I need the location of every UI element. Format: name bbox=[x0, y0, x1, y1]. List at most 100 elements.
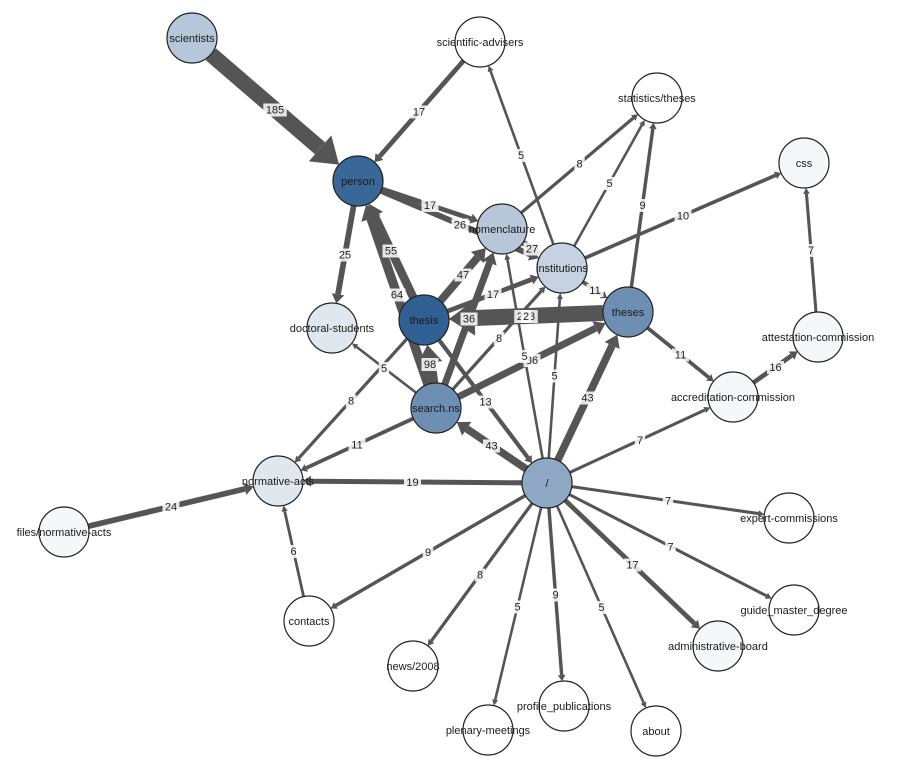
node-circle[interactable] bbox=[763, 492, 815, 544]
edge-label-background bbox=[634, 434, 646, 447]
edge-weight-label: 98 bbox=[424, 359, 436, 371]
node-scientists[interactable]: scientists bbox=[166, 12, 218, 64]
node-institutions[interactable]: institutions bbox=[536, 242, 588, 294]
node-circle[interactable] bbox=[692, 620, 744, 672]
edge-arrowhead bbox=[487, 65, 494, 73]
edge-weight-label: 7 bbox=[665, 496, 671, 508]
node-theses[interactable]: theses bbox=[602, 286, 654, 338]
node-circle[interactable] bbox=[166, 12, 218, 64]
edge-arrowhead bbox=[361, 204, 381, 222]
edge-label-background bbox=[345, 394, 357, 408]
node-circle[interactable] bbox=[252, 455, 304, 507]
node-circle[interactable] bbox=[602, 286, 654, 338]
edge-weight-label: 9 bbox=[639, 200, 645, 212]
node-label: guide_master_degree bbox=[740, 605, 847, 617]
edge-arrowhead bbox=[773, 171, 782, 180]
edge-weight-label: 185 bbox=[266, 105, 284, 117]
node-normative-acts[interactable]: normative-acts bbox=[242, 455, 315, 507]
edge-arrowhead bbox=[803, 187, 810, 195]
edge-weight-label: 7 bbox=[637, 435, 643, 447]
node-circle[interactable] bbox=[768, 584, 820, 636]
edge-label-background bbox=[288, 545, 299, 558]
node-label: profile_publications bbox=[517, 701, 612, 713]
node-person[interactable]: person bbox=[332, 155, 384, 207]
node-circle[interactable] bbox=[38, 506, 90, 558]
node-css[interactable]: css bbox=[778, 137, 830, 189]
node-circle[interactable] bbox=[792, 311, 844, 363]
edge-label-background bbox=[382, 244, 400, 258]
node-nomenclature[interactable]: nomenclature bbox=[469, 203, 536, 255]
edge-label-background bbox=[162, 500, 180, 514]
node-accreditation-commission[interactable]: accreditation-commission bbox=[671, 371, 795, 423]
node-statistics-theses[interactable]: statistics/theses bbox=[618, 72, 696, 124]
edge-weight-label: 7 bbox=[667, 542, 673, 554]
edge-arrowhead bbox=[596, 310, 604, 317]
edge-label-background bbox=[388, 288, 406, 302]
node-circle[interactable] bbox=[410, 382, 462, 434]
node-circle[interactable] bbox=[707, 371, 759, 423]
node-contacts[interactable]: contacts bbox=[283, 595, 335, 647]
edge-weight-label: 7 bbox=[808, 245, 814, 257]
edge-weight-label: 43 bbox=[581, 393, 593, 405]
edge-arrowhead bbox=[243, 482, 254, 495]
node-label: thesis bbox=[410, 315, 439, 327]
node-circle[interactable] bbox=[462, 704, 514, 756]
edge-label-background bbox=[460, 312, 478, 326]
edge-label-background bbox=[422, 546, 434, 559]
edge-weight-label: 8 bbox=[477, 570, 483, 582]
node-circle[interactable] bbox=[538, 680, 590, 732]
node-circle[interactable] bbox=[306, 302, 358, 354]
node-circle[interactable] bbox=[398, 294, 450, 346]
edge-line bbox=[205, 48, 326, 155]
node-circle[interactable] bbox=[778, 137, 830, 189]
node-about[interactable]: about bbox=[630, 705, 682, 757]
node-guide-master-degree[interactable]: guide_master_degree bbox=[740, 584, 848, 636]
node-plenary-meetings[interactable]: plenary-meetings bbox=[446, 704, 531, 756]
node-thesis[interactable]: thesis bbox=[398, 294, 450, 346]
node-label: statistics/theses bbox=[618, 93, 696, 105]
edge-arrowhead bbox=[300, 464, 308, 472]
node-label: contacts bbox=[289, 616, 330, 628]
node-circle[interactable] bbox=[387, 640, 439, 692]
node-attestation-commission[interactable]: attestation-commission bbox=[762, 311, 875, 363]
node-circle[interactable] bbox=[476, 203, 528, 255]
edge-arrowhead bbox=[604, 334, 620, 350]
edge-weight-label: 5 bbox=[598, 602, 604, 614]
node-profile-publications[interactable]: profile_publications bbox=[517, 680, 612, 732]
edge-label-background bbox=[574, 157, 585, 171]
node-circle[interactable] bbox=[332, 155, 384, 207]
node-label: scientific-advisers bbox=[437, 37, 524, 49]
node-circle[interactable] bbox=[536, 242, 588, 294]
edge-label-background bbox=[550, 588, 561, 602]
node-administrative-board[interactable]: administrative-board bbox=[668, 620, 768, 672]
node-label: about bbox=[642, 726, 670, 738]
edge-label-background bbox=[604, 177, 615, 190]
node-label: doctoral-students bbox=[290, 323, 375, 335]
node-circle[interactable] bbox=[630, 705, 682, 757]
node-doctoral-students[interactable]: doctoral-students bbox=[290, 302, 375, 354]
edge-arrowhead bbox=[351, 343, 359, 350]
node-circle[interactable] bbox=[283, 595, 335, 647]
node-files-normative-acts[interactable]: files/normative-acts bbox=[17, 506, 112, 558]
node-circle[interactable] bbox=[454, 16, 506, 68]
edge-label-background bbox=[421, 199, 439, 212]
node-news-2008[interactable]: news/2008 bbox=[386, 640, 440, 692]
node-search-ns[interactable]: search.ns bbox=[410, 382, 462, 434]
edge-label-background bbox=[596, 601, 607, 614]
edge-arrowhead bbox=[294, 455, 302, 463]
edge-label-background bbox=[421, 358, 439, 371]
edge-arrowhead bbox=[640, 701, 647, 709]
edge-arrowhead bbox=[556, 292, 563, 300]
edge-arrowhead bbox=[456, 421, 472, 436]
node-circle[interactable] bbox=[521, 457, 573, 509]
node-expert-commissions[interactable]: expert-commissions bbox=[740, 492, 838, 544]
edge-label-background bbox=[523, 242, 541, 256]
node-label: normative-acts bbox=[242, 476, 315, 488]
edge-arrowhead bbox=[639, 119, 645, 127]
node-label: institutions bbox=[536, 263, 588, 275]
node-root[interactable]: / bbox=[521, 457, 573, 509]
node-circle[interactable] bbox=[631, 72, 683, 124]
node-label: accreditation-commission bbox=[671, 392, 795, 404]
nodes-layer: scientists scientific-advisers statistics/… bbox=[17, 12, 875, 757]
node-scientific-advisers[interactable]: scientific-advisers bbox=[437, 16, 524, 68]
